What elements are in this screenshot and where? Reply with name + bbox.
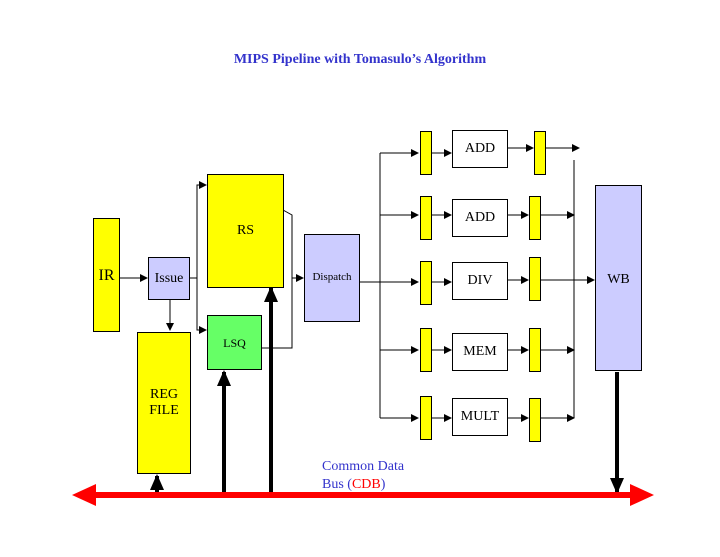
wb-label: WB	[607, 272, 630, 287]
unit-div: DIV	[452, 262, 508, 300]
cdb-abbreviation: CDB	[351, 477, 381, 492]
issue-block: Issue	[148, 257, 190, 300]
output-latch-add-2	[529, 196, 541, 240]
unit-mem: MEM	[452, 333, 508, 371]
unit-div-label: DIV	[467, 273, 493, 288]
unit-mult: MULT	[452, 398, 508, 436]
cdb-caption-line2: Bus (CDB)	[322, 476, 404, 494]
cdb-caption-suffix: )	[380, 477, 386, 492]
input-latch-add-2	[420, 196, 432, 240]
unit-add-1: ADD	[452, 130, 508, 168]
unit-add-2-label: ADD	[464, 210, 496, 225]
dispatch-label: Dispatch	[312, 271, 352, 283]
output-latch-add-1	[534, 131, 546, 175]
wb-block: WB	[595, 185, 642, 371]
cdb-caption-line1: Common Data	[322, 459, 405, 474]
unit-add-2: ADD	[452, 199, 508, 237]
lsq-label: LSQ	[223, 336, 246, 350]
ir-label: IR	[98, 267, 115, 284]
rs-block: RS	[207, 174, 284, 288]
rs-label: RS	[236, 223, 255, 238]
unit-mem-label: MEM	[463, 344, 497, 359]
unit-mult-label: MULT	[460, 409, 500, 424]
issue-label: Issue	[154, 270, 184, 286]
input-latch-add-1	[420, 131, 432, 175]
input-latch-mult	[420, 396, 432, 440]
output-latch-div	[529, 257, 541, 301]
lsq-block: LSQ	[207, 315, 262, 370]
output-latch-mem	[529, 328, 541, 372]
reg-file-label-line1: REG	[150, 387, 178, 402]
dispatch-block: Dispatch	[304, 234, 360, 322]
ir-block: IR	[93, 218, 120, 332]
reg-file-label-line2: FILE	[149, 403, 179, 418]
unit-add-1-label: ADD	[464, 141, 496, 156]
cdb-caption: Common Data Bus (CDB)	[322, 458, 404, 494]
reg-file-block: REG FILE	[137, 332, 191, 474]
output-latch-mult	[529, 398, 541, 442]
diagram-title: MIPS Pipeline with Tomasulo’s Algorithm	[233, 52, 487, 67]
input-latch-mem	[420, 328, 432, 372]
input-latch-div	[420, 261, 432, 305]
cdb-caption-prefix: Bus (	[322, 477, 352, 492]
